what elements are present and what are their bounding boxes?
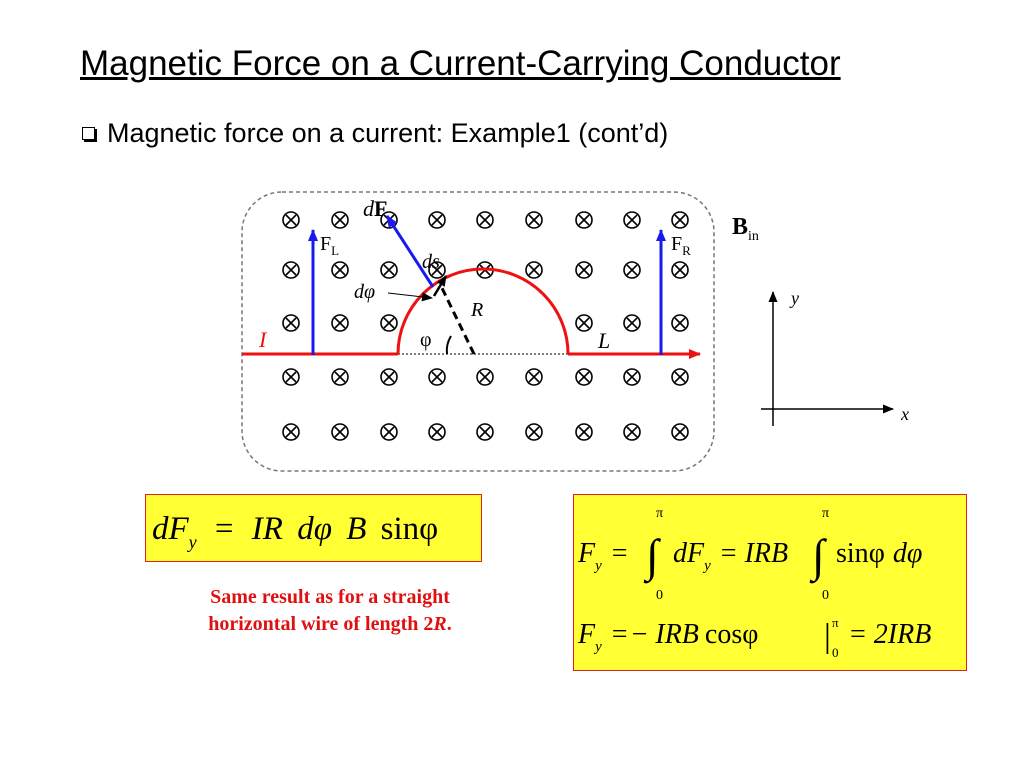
field-cross-mark xyxy=(479,371,491,383)
field-cross-mark xyxy=(626,317,638,329)
slide-title: Magnetic Force on a Current-Carrying Con… xyxy=(80,44,841,83)
field-cross-mark xyxy=(626,371,638,383)
dF-label: dF xyxy=(363,196,387,221)
svg-text:0: 0 xyxy=(832,645,839,660)
phi-label: φ xyxy=(420,329,432,351)
field-cross-mark xyxy=(626,426,638,438)
wire-semicircle xyxy=(396,267,570,355)
field-region xyxy=(241,191,715,472)
field-cross-mark xyxy=(334,264,346,276)
field-cross-mark xyxy=(674,317,686,329)
field-cross-mark xyxy=(674,214,686,226)
bullet-item: Magnetic force on a current: Example1 (c… xyxy=(82,118,668,149)
force-left-label: FL xyxy=(320,233,339,258)
field-cross-mark xyxy=(578,426,590,438)
field-cross-mark xyxy=(383,317,395,329)
field-cross-mark xyxy=(578,214,590,226)
x-axis-label: x xyxy=(900,404,909,424)
note-line-2: horizontal wire of length 2R. xyxy=(208,613,452,635)
svg-text:π: π xyxy=(832,615,839,630)
field-cross-mark xyxy=(285,317,297,329)
bullet-text: Magnetic force on a current: Example1 (c… xyxy=(107,118,669,148)
ds-arrow xyxy=(432,275,448,297)
svg-text:0: 0 xyxy=(822,588,829,603)
equation-1: dFy = IR dφ B sinφ xyxy=(152,511,438,556)
field-cross-mark xyxy=(479,426,491,438)
field-label: Bin xyxy=(732,214,759,244)
field-cross-mark xyxy=(528,264,540,276)
field-markers xyxy=(282,211,689,441)
field-cross-mark xyxy=(334,426,346,438)
field-cross-mark xyxy=(334,371,346,383)
field-cross-mark xyxy=(674,371,686,383)
length-label: L xyxy=(597,328,610,353)
svg-text:Fy=: Fy= xyxy=(577,538,628,574)
field-cross-mark xyxy=(578,264,590,276)
field-cross-mark xyxy=(383,371,395,383)
field-cross-mark xyxy=(674,264,686,276)
equation-box-1: dFy = IR dφ B sinφ xyxy=(145,494,482,562)
field-cross-mark xyxy=(674,426,686,438)
field-cross-mark xyxy=(578,317,590,329)
field-cross-mark xyxy=(383,426,395,438)
square-bullet-icon xyxy=(82,127,95,140)
field-cross-mark xyxy=(431,214,443,226)
y-axis-label: y xyxy=(789,288,799,308)
current-label: I xyxy=(258,327,268,352)
dphi-pointer xyxy=(387,292,433,302)
field-cross-mark xyxy=(383,264,395,276)
field-cross-mark xyxy=(528,371,540,383)
field-cross-mark xyxy=(285,426,297,438)
note-line-1: Same result as for a straight xyxy=(210,586,450,608)
radius-dashed-line xyxy=(438,283,476,355)
field-cross-mark xyxy=(285,264,297,276)
field-cross-mark xyxy=(431,371,443,383)
field-cross-mark xyxy=(431,264,443,276)
svg-text:=2IRB: =2IRB xyxy=(850,619,931,650)
force-right-label: FR xyxy=(671,233,691,258)
field-cross-mark xyxy=(334,317,346,329)
field-cross-mark xyxy=(578,371,590,383)
field-cross-mark xyxy=(626,214,638,226)
field-cross-mark xyxy=(285,371,297,383)
svg-text:∫: ∫ xyxy=(809,530,827,584)
field-cross-mark xyxy=(479,214,491,226)
svg-text:|: | xyxy=(824,618,831,655)
svg-text:dFy=IRB: dFy=IRB xyxy=(673,538,788,574)
result-note: Same result as for a straight horizontal… xyxy=(150,584,510,638)
field-cross-mark xyxy=(334,214,346,226)
svg-text:0: 0 xyxy=(656,588,663,603)
field-cross-mark xyxy=(285,214,297,226)
svg-text:∫: ∫ xyxy=(643,530,661,584)
phi-arc xyxy=(445,335,452,355)
field-cross-mark xyxy=(626,264,638,276)
field-cross-mark xyxy=(528,214,540,226)
svg-text:π: π xyxy=(656,506,663,521)
dphi-label: dφ xyxy=(354,281,375,303)
radius-label: R xyxy=(470,299,483,321)
ds-label: ds xyxy=(422,251,440,273)
svg-text:π: π xyxy=(822,506,829,521)
force-dF-arrow xyxy=(385,215,435,288)
field-cross-mark xyxy=(528,426,540,438)
field-cross-mark xyxy=(431,426,443,438)
